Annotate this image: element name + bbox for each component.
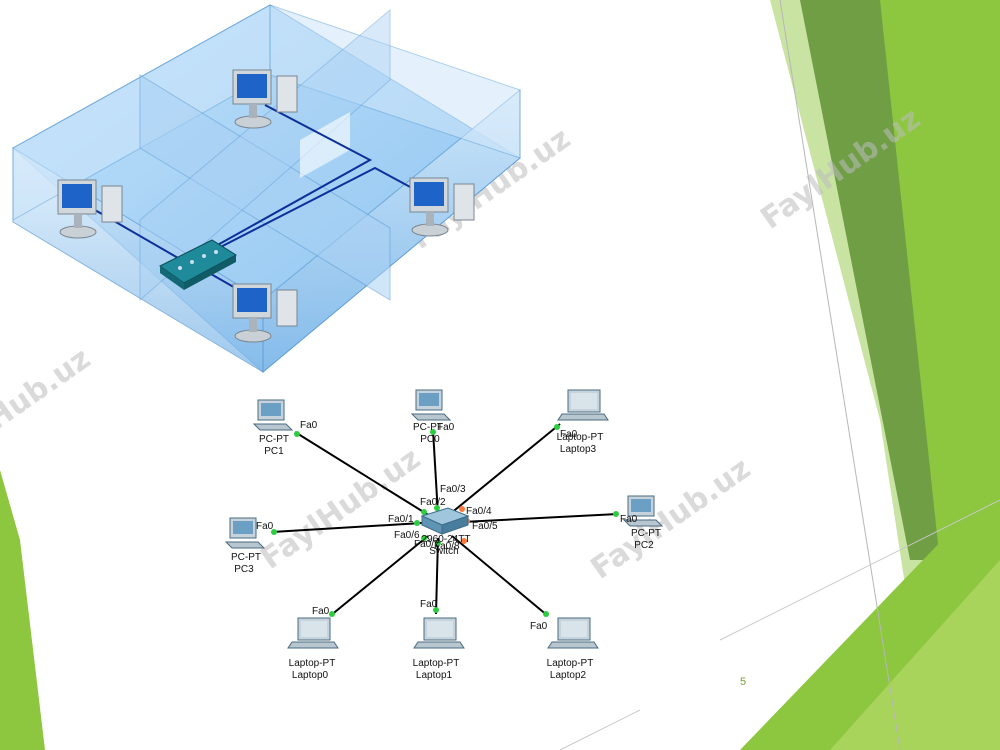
device-type-label: Laptop-PT (547, 658, 594, 669)
device-name-label: Laptop0 (292, 670, 329, 681)
switch-port-label: Fa0/6 (394, 530, 420, 541)
laptop-icon (557, 389, 609, 421)
desktop-pc-icon (410, 389, 452, 421)
switch-port-label: Fa0/1 (388, 514, 414, 525)
network-cable (204, 166, 426, 256)
desktop-pc-icon (622, 495, 664, 527)
switch-node[interactable]: 2960-24TT Switch (420, 507, 471, 557)
device-laptop0[interactable]: Fa0 Laptop-PT Laptop0 (287, 606, 339, 681)
laptop-icon (413, 617, 465, 649)
desktop-computer-illustration (57, 179, 123, 239)
wall (269, 4, 521, 159)
slide-number: 5 (740, 676, 747, 688)
switch-icon (420, 507, 470, 535)
device-name-label: PC1 (264, 446, 284, 457)
laptop-icon (547, 617, 599, 649)
device-port-label: Fa0 (300, 420, 318, 431)
link-pc0 (432, 429, 439, 516)
partition-wall (300, 112, 350, 178)
link-laptop1 (435, 537, 439, 615)
device-pc1[interactable]: Fa0 PC-PT PC1 (252, 399, 318, 457)
desktop-computer-illustration (232, 283, 298, 343)
green-accent-shape (0, 470, 45, 750)
network-cable (204, 104, 373, 253)
device-port-label: Fa0 (256, 521, 274, 532)
switch-port-label: Fa0/2 (420, 497, 446, 508)
desktop-computer-illustration (409, 177, 475, 237)
switch-port-label: Fa0/4 (466, 506, 492, 517)
link-pc3 (271, 522, 423, 533)
device-name-label: Laptop2 (550, 670, 587, 681)
device-type-label: Laptop-PT (413, 658, 460, 669)
device-laptop1[interactable]: Fa0 Laptop-PT Laptop1 (413, 599, 465, 681)
partition-wall (139, 8, 391, 302)
device-type-label: PC-PT (413, 422, 443, 433)
device-port-label: Fa0 (620, 514, 638, 525)
device-pc2[interactable]: Fa0 PC-PT PC2 (620, 495, 664, 551)
device-type-label: PC-PT (259, 434, 289, 445)
switch-port-label: Fa0/8 (434, 541, 460, 552)
switch-port-label: Fa0/5 (472, 521, 498, 532)
device-pc0[interactable]: Fa0 PC-PT PC0 (410, 389, 455, 445)
device-port-label: Fa0 (530, 621, 548, 632)
device-name-label: PC0 (420, 434, 440, 445)
decor-line (779, 0, 901, 750)
links-layer (271, 423, 619, 617)
switch-port-label: Fa0/3 (440, 484, 466, 495)
link-laptop2 (451, 535, 549, 617)
device-port-label: Fa0 (560, 429, 578, 440)
desktop-pc-icon (252, 399, 294, 431)
green-accent-shape (830, 560, 1000, 750)
switch-port-label: Fa0/7 (414, 539, 440, 550)
device-type-label: PC-PT (631, 528, 661, 539)
device-laptop2[interactable]: Fa0 Laptop-PT Laptop2 (530, 617, 599, 681)
device-port-label: Fa0 (437, 422, 455, 433)
switch-name-label: Switch (429, 546, 458, 557)
link-pc1 (294, 431, 431, 517)
link-laptop0 (329, 535, 429, 617)
device-name-label: PC2 (634, 540, 654, 551)
switch-device-illustration (159, 239, 237, 290)
device-name-label: Laptop3 (560, 444, 597, 455)
desktop-pc-icon (224, 517, 266, 549)
device-type-label: Laptop-PT (289, 658, 336, 669)
office-network-illustration (12, 4, 521, 374)
device-type-label: Laptop-PT (557, 432, 604, 443)
device-name-label: PC3 (234, 564, 254, 575)
switch-model-label: 2960-24TT (422, 534, 471, 545)
decor-line (719, 499, 1000, 641)
device-port-label: Fa0 (420, 599, 438, 610)
link-pc2 (461, 513, 619, 523)
desktop-computer-illustration (232, 69, 298, 129)
device-pc3[interactable]: Fa0 PC-PT PC3 (224, 517, 274, 575)
device-laptop3[interactable]: Fa0 Laptop-PT Laptop3 (557, 389, 609, 455)
link-laptop3 (449, 423, 561, 515)
laptop-icon (287, 617, 339, 649)
decor-line (559, 709, 641, 750)
star-topology-diagram: 2960-24TT Switch Fa0/3 Fa0/2 Fa0/4 Fa0/1… (224, 389, 664, 681)
device-port-label: Fa0 (312, 606, 330, 617)
partition-wall (139, 74, 391, 301)
device-name-label: Laptop1 (416, 670, 453, 681)
device-type-label: PC-PT (231, 552, 261, 563)
